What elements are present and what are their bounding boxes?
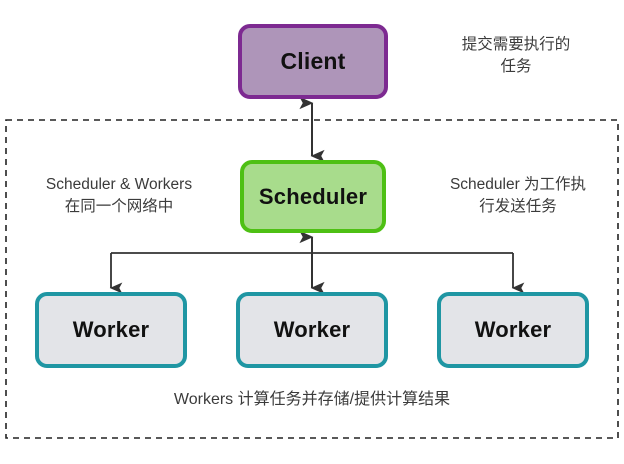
same-network-boundary (5, 119, 619, 439)
node-scheduler[interactable]: Scheduler (240, 160, 386, 233)
node-worker-1[interactable]: Worker (236, 292, 388, 368)
annotation-scheduler-to-workers: Scheduler 为工作执 行发送任务 (449, 176, 587, 216)
node-worker-0[interactable]: Worker (35, 292, 187, 368)
node-worker-0-label: Worker (72, 317, 150, 342)
annotation-client-to-scheduler: 提交需要执行的 任务 (461, 36, 571, 76)
node-client[interactable]: Client (238, 24, 388, 99)
node-worker-1-label: Worker (273, 317, 351, 342)
annotation-network-boundary: Scheduler & Workers 在同一个网络中 (45, 176, 193, 216)
node-scheduler-label: Scheduler (258, 183, 368, 209)
annotation-workers-result: Workers 计算任务并存储/提供计算结果 (173, 391, 451, 408)
node-worker-2[interactable]: Worker (437, 292, 589, 368)
node-worker-2-label: Worker (474, 317, 552, 342)
node-client-label: Client (280, 48, 346, 74)
